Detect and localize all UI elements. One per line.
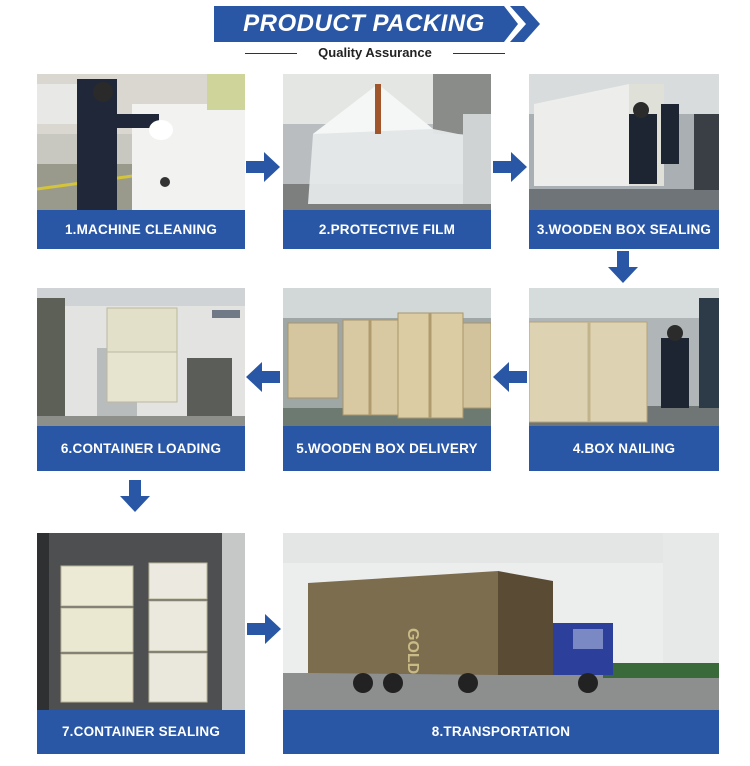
step-container-sealing: 7.CONTAINER SEALING xyxy=(37,533,245,754)
subtitle-divider-right xyxy=(453,53,505,54)
photo-wooden-box-delivery xyxy=(283,288,491,426)
step-label-container-loading: 6.CONTAINER LOADING xyxy=(37,426,245,471)
step-machine-cleaning: 1.MACHINE CLEANING xyxy=(37,74,245,249)
step-label-container-sealing: 7.CONTAINER SEALING xyxy=(37,710,245,754)
step-label-film-wrapping: 2.PROTECTIVE FILM WRAPPING xyxy=(283,210,491,276)
subtitle-wrap: Quality Assurance xyxy=(245,44,505,62)
header-banner: PRODUCT PACKING xyxy=(214,6,544,42)
step-film-wrapping: 2.PROTECTIVE FILM WRAPPING xyxy=(283,74,491,276)
step-label-transportation: 8.TRANSPORTATION xyxy=(283,710,719,754)
page-title: PRODUCT PACKING xyxy=(243,10,485,37)
banner-shape xyxy=(214,6,540,42)
step-label-wooden-box-delivery: 5.WOODEN BOX DELIVERY xyxy=(283,426,491,471)
arrow-right-icon xyxy=(247,614,281,649)
photo-wooden-box-sealing xyxy=(529,74,719,210)
arrow-right-icon xyxy=(493,152,527,187)
step-wooden-box-sealing: 3.WOODEN BOX SEALING xyxy=(529,74,719,249)
arrow-down-icon xyxy=(120,480,150,517)
step-container-loading: 6.CONTAINER LOADING xyxy=(37,288,245,471)
container-brand-text: GOLD xyxy=(404,628,421,674)
photo-container-loading xyxy=(37,288,245,426)
photo-container-sealing xyxy=(37,533,245,710)
arrow-left-icon xyxy=(246,362,280,397)
photo-film-wrapping xyxy=(283,74,491,210)
step-label-wooden-box-sealing: 3.WOODEN BOX SEALING xyxy=(529,210,719,249)
arrow-left-icon xyxy=(493,362,527,397)
photo-transportation: GOLD xyxy=(283,533,719,710)
step-wooden-box-delivery: 5.WOODEN BOX DELIVERY xyxy=(283,288,491,471)
step-label-box-nailing: 4.BOX NAILING xyxy=(529,426,719,471)
step-transportation: GOLD 8.TRANSPORTATION xyxy=(283,533,719,754)
arrow-down-icon xyxy=(608,251,638,288)
step-box-nailing: 4.BOX NAILING xyxy=(529,288,719,471)
step-label-machine-cleaning: 1.MACHINE CLEANING xyxy=(37,210,245,249)
arrow-right-icon xyxy=(246,152,280,187)
page-subtitle: Quality Assurance xyxy=(318,45,432,60)
photo-machine-cleaning xyxy=(37,74,245,210)
subtitle-divider-left xyxy=(245,53,297,54)
photo-box-nailing xyxy=(529,288,719,426)
